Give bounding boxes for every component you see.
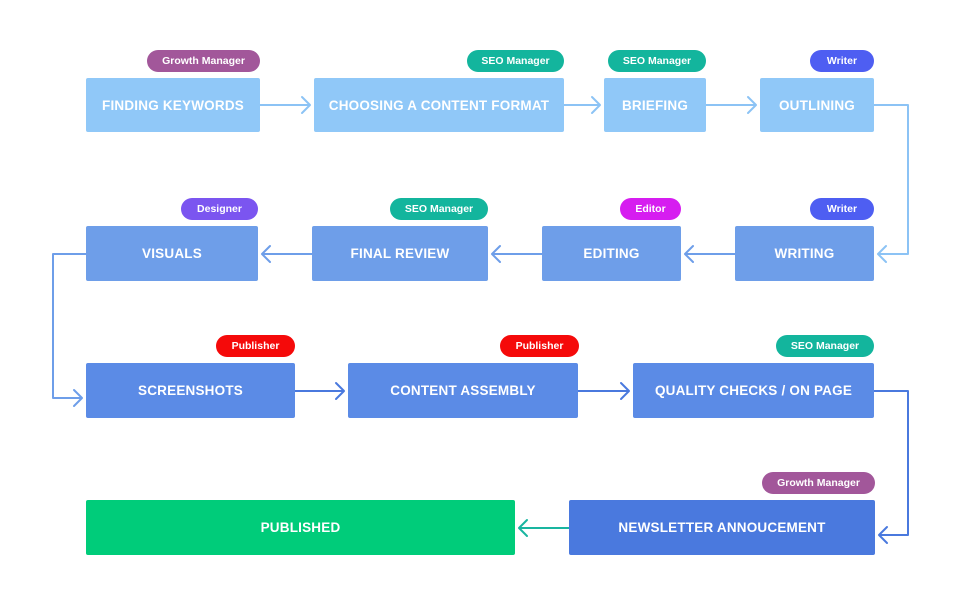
arrowhead-3 xyxy=(747,96,757,114)
arrowhead-11 xyxy=(878,526,888,544)
arrowhead-9 xyxy=(335,382,345,400)
role-badge-finding-keywords: Growth Manager xyxy=(147,50,260,72)
step-editing: EDITING xyxy=(542,226,681,281)
arrowhead-5 xyxy=(684,245,694,263)
arrowhead-12 xyxy=(518,519,528,537)
arrow-line-8 xyxy=(52,253,86,399)
step-choosing-content-format: CHOOSING A CONTENT FORMAT xyxy=(314,78,564,132)
arrowhead-6 xyxy=(491,245,501,263)
role-badge-visuals: Designer xyxy=(181,198,258,220)
arrowhead-4 xyxy=(877,245,887,263)
step-visuals: VISUALS xyxy=(86,226,258,281)
step-screenshots: SCREENSHOTS xyxy=(86,363,295,418)
arrow-line-4 xyxy=(874,104,909,255)
step-published: PUBLISHED xyxy=(86,500,515,555)
role-badge-newsletter-announcement: Growth Manager xyxy=(762,472,875,494)
role-badge-final-review: SEO Manager xyxy=(390,198,488,220)
arrowhead-7 xyxy=(261,245,271,263)
role-badge-writing: Writer xyxy=(810,198,874,220)
arrowhead-2 xyxy=(591,96,601,114)
step-newsletter-announcement: NEWSLETTER ANNOUCEMENT xyxy=(569,500,875,555)
arrowhead-8 xyxy=(73,389,83,407)
step-briefing: BRIEFING xyxy=(604,78,706,132)
role-badge-briefing: SEO Manager xyxy=(608,50,706,72)
role-badge-outlining: Writer xyxy=(810,50,874,72)
role-badge-content-assembly: Publisher xyxy=(500,335,579,357)
step-finding-keywords: FINDING KEYWORDS xyxy=(86,78,260,132)
step-quality-checks: QUALITY CHECKS / ON PAGE xyxy=(633,363,874,418)
step-content-assembly: CONTENT ASSEMBLY xyxy=(348,363,578,418)
arrowhead-10 xyxy=(620,382,630,400)
step-final-review: FINAL REVIEW xyxy=(312,226,488,281)
role-badge-quality-checks: SEO Manager xyxy=(776,335,874,357)
role-badge-choosing-content-format: SEO Manager xyxy=(467,50,564,72)
step-writing: WRITING xyxy=(735,226,874,281)
role-badge-screenshots: Publisher xyxy=(216,335,295,357)
role-badge-editing: Editor xyxy=(620,198,681,220)
arrowhead-1 xyxy=(301,96,311,114)
arrow-line-11 xyxy=(874,390,909,536)
step-outlining: OUTLINING xyxy=(760,78,874,132)
